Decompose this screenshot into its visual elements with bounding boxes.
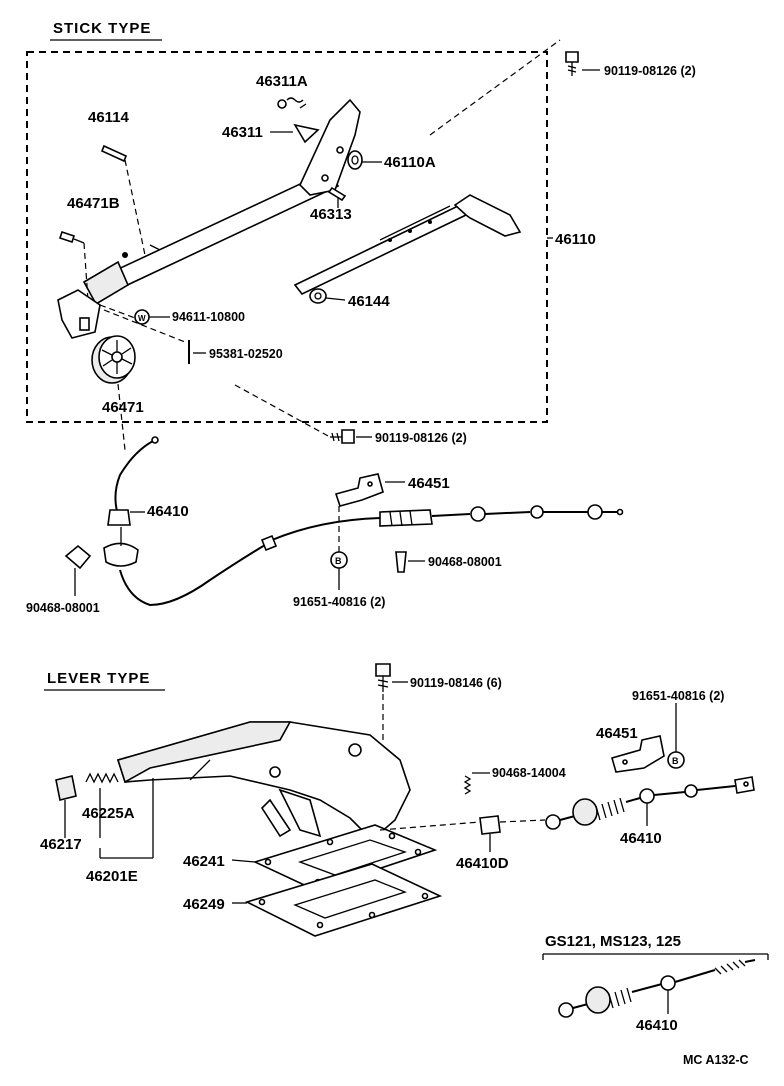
label-90119-08126-mid: 90119-08126 (2) bbox=[375, 431, 467, 445]
nut-91651-40816-stick: B bbox=[330, 506, 348, 590]
stick-type-labels: 46311A 46311 46114 46110A 46313 46471B 4… bbox=[67, 64, 696, 445]
diagram-code: MC A132-C bbox=[683, 1053, 749, 1067]
base-plate-46241 bbox=[252, 824, 438, 891]
label-46217: 46217 bbox=[40, 836, 82, 853]
label-94611-10800: 94611-10800 bbox=[172, 310, 245, 324]
stick-type-heading: STICK TYPE bbox=[53, 20, 151, 37]
label-46451-stick: 46451 bbox=[408, 475, 450, 492]
lever-type-heading: LEVER TYPE bbox=[47, 670, 150, 687]
nut-91651-40816-lever: B bbox=[667, 703, 685, 769]
svg-text:B: B bbox=[672, 756, 679, 766]
variant-heading: GS121, MS123, 125 bbox=[545, 933, 681, 950]
stick-cable-labels: 46451 46410 90468-08001 90468-08001 9165… bbox=[26, 475, 502, 615]
bolt-46471B bbox=[58, 230, 85, 244]
lever-type-section: LEVER TYPE bbox=[44, 663, 755, 937]
label-91651-40816-stick: 91651-40816 (2) bbox=[293, 595, 385, 609]
label-46110: 46110 bbox=[555, 231, 596, 248]
label-90468-08001-left: 90468-08001 bbox=[26, 601, 100, 615]
bolt-90119-08126-top bbox=[565, 51, 579, 76]
bushing-46144 bbox=[309, 288, 327, 304]
label-46410-variant: 46410 bbox=[636, 1017, 678, 1034]
spring-46311A bbox=[277, 97, 307, 109]
lever-handle-46201E bbox=[116, 721, 411, 842]
clip-90468-08001-left bbox=[64, 544, 92, 596]
pin-46114 bbox=[100, 144, 128, 163]
label-46201E: 46201E bbox=[86, 868, 138, 885]
label-95381-02520: 95381-02520 bbox=[209, 347, 283, 361]
svg-text:W: W bbox=[138, 314, 146, 323]
label-46114: 46114 bbox=[88, 109, 130, 126]
lever-cable-46410 bbox=[545, 776, 755, 830]
label-46471: 46471 bbox=[102, 399, 144, 416]
lever-type-labels: 90119-08146 (6) 91651-40816 (2) 46451 90… bbox=[40, 676, 724, 913]
label-91651-40816-lever: 91651-40816 (2) bbox=[632, 689, 724, 703]
parking-brake-lever-bar bbox=[82, 168, 340, 306]
clip-90468-08001-right bbox=[395, 551, 425, 573]
label-46249: 46249 bbox=[183, 896, 225, 913]
boot-46249 bbox=[244, 863, 443, 937]
label-46410D: 46410D bbox=[456, 855, 509, 872]
bolt-90119-08126-mid bbox=[330, 429, 355, 444]
label-90468-14004: 90468-14004 bbox=[492, 766, 566, 780]
label-90468-08001-right: 90468-08001 bbox=[428, 555, 502, 569]
spring-90468-14004 bbox=[463, 775, 472, 795]
pawl-46311 bbox=[293, 123, 320, 144]
label-46225A: 46225A bbox=[82, 805, 135, 822]
cable-bracket-46451-stick bbox=[334, 473, 405, 507]
label-46311: 46311 bbox=[222, 124, 263, 141]
stick-cable-assembly bbox=[103, 383, 624, 607]
label-46410-lever: 46410 bbox=[620, 830, 662, 847]
label-46110A: 46110A bbox=[384, 154, 436, 171]
svg-text:B: B bbox=[335, 556, 342, 566]
release-rod-assembly bbox=[293, 194, 522, 296]
spring-46225A bbox=[85, 772, 119, 784]
label-90119-08146: 90119-08146 (6) bbox=[410, 676, 502, 690]
pin-46410D bbox=[479, 815, 501, 852]
knob-46217 bbox=[55, 775, 77, 801]
pulley-46471 bbox=[91, 335, 136, 384]
cable-bracket-46451-lever bbox=[611, 735, 665, 773]
pin-46313 bbox=[327, 186, 347, 202]
variant-cable-46410 bbox=[558, 959, 756, 1018]
stick-type-section: STICK TYPE bbox=[26, 20, 600, 444]
label-46313: 46313 bbox=[310, 206, 352, 223]
lever-bracket bbox=[299, 98, 361, 196]
variant-section: GS121, MS123, 125 46410 bbox=[542, 933, 769, 1034]
label-46144: 46144 bbox=[348, 293, 390, 310]
label-46471B: 46471B bbox=[67, 195, 120, 212]
label-46311A: 46311A bbox=[256, 73, 308, 90]
label-46241: 46241 bbox=[183, 853, 225, 870]
label-46410-stick: 46410 bbox=[147, 503, 189, 520]
label-90119-08126-top: 90119-08126 (2) bbox=[604, 64, 696, 78]
bushing-46110A bbox=[347, 150, 363, 170]
bolt-90119-08146 bbox=[375, 663, 391, 692]
label-46451-lever: 46451 bbox=[596, 725, 638, 742]
